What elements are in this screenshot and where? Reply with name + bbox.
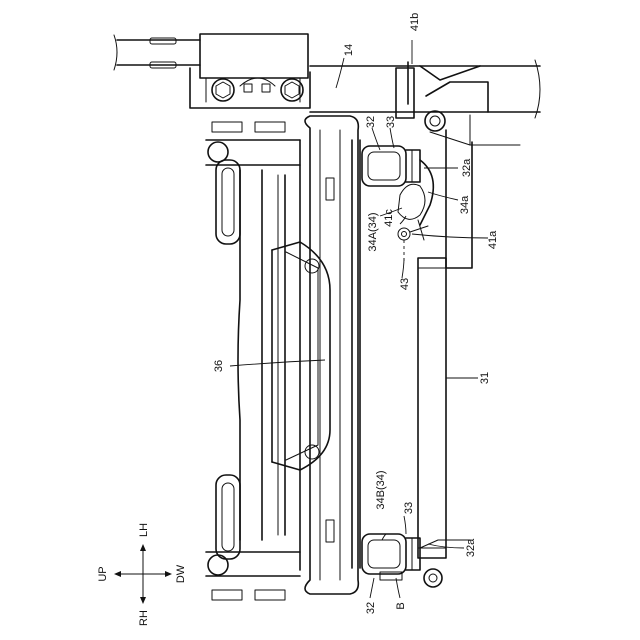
arrow-down-icon bbox=[140, 597, 146, 604]
label-34a: 34a bbox=[459, 195, 471, 214]
label-14: 14 bbox=[343, 44, 355, 56]
arrow-left-icon bbox=[114, 571, 121, 577]
label-33-bot: 33 bbox=[403, 502, 415, 514]
arrow-right-icon bbox=[165, 571, 172, 577]
leader-lines bbox=[230, 40, 488, 598]
label-41c: 41c bbox=[383, 209, 395, 227]
label-31: 31 bbox=[479, 372, 491, 384]
lock-34B bbox=[362, 534, 470, 587]
label-B: B bbox=[395, 602, 407, 609]
direction-up: UP bbox=[97, 566, 109, 581]
direction-dw: DW bbox=[175, 564, 187, 583]
label-33-top: 33 bbox=[385, 116, 397, 128]
reference-labels: 14 41b 32 33 32a 34a 34A(34) 41c 41a 43 … bbox=[213, 13, 499, 614]
label-32-bot: 32 bbox=[365, 602, 377, 614]
label-34B: 34B(34) bbox=[375, 470, 387, 509]
direction-lh: LH bbox=[138, 523, 150, 537]
label-36: 36 bbox=[213, 360, 225, 372]
label-32a-top: 32a bbox=[461, 158, 473, 177]
arrow-up-icon bbox=[140, 544, 146, 551]
direction-indicator: UP DW LH RH bbox=[97, 523, 187, 626]
label-32a-bot: 32a bbox=[465, 538, 477, 557]
label-43: 43 bbox=[399, 278, 411, 290]
direction-rh: RH bbox=[138, 610, 150, 626]
label-41b: 41b bbox=[409, 13, 421, 31]
bracket-bolts bbox=[212, 78, 303, 101]
frame-member-14 bbox=[114, 34, 540, 118]
label-32-top: 32 bbox=[365, 116, 377, 128]
label-41a: 41a bbox=[487, 230, 499, 249]
frame-36 bbox=[206, 116, 358, 600]
label-34A: 34A(34) bbox=[367, 212, 379, 251]
